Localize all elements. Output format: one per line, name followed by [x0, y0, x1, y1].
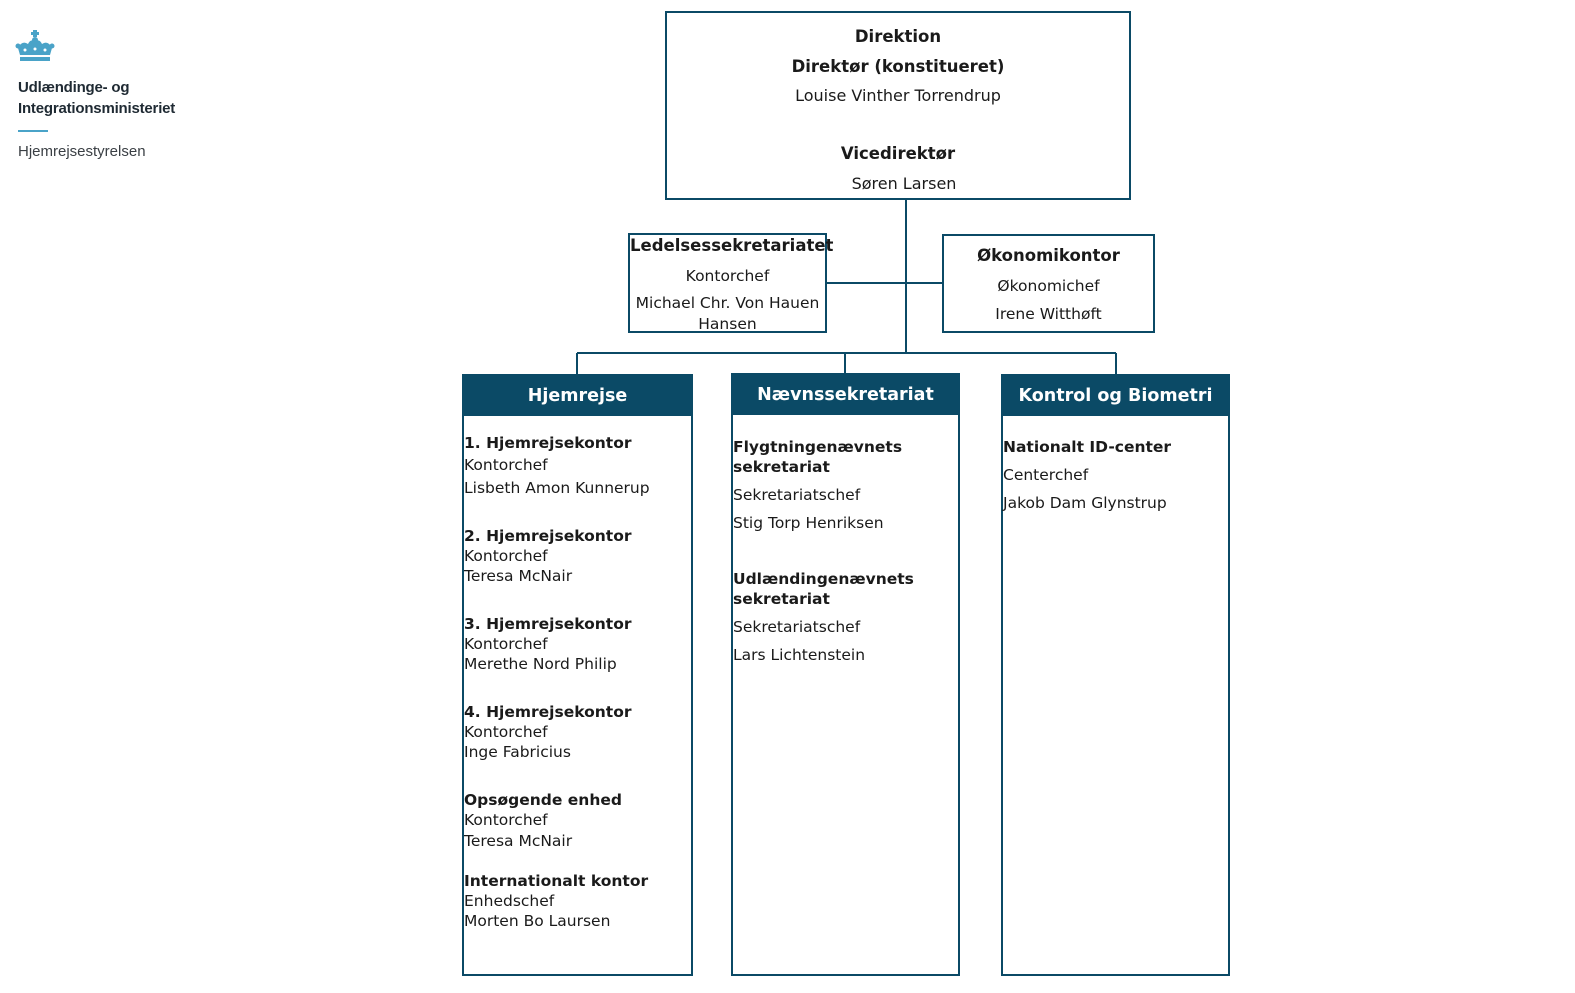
- ledelsessekretariatet-name-line2: Hansen: [698, 315, 757, 333]
- naevnssekretariat-column: Nævnssekretariat Flygtningenævnets sekre…: [731, 373, 960, 976]
- direktion-box: Direktion Direktør (konstitueret) Louise…: [665, 11, 1131, 200]
- crown-icon: [15, 30, 55, 61]
- okonomikontor-role: Økonomichef: [997, 277, 1100, 295]
- unit-person: Teresa McNair: [464, 567, 573, 585]
- logo-ministry-line2: Integrationsministeriet: [18, 100, 176, 117]
- unit-person: Merethe Nord Philip: [464, 655, 617, 673]
- unit-person: Lars Lichtenstein: [733, 646, 866, 664]
- okonomikontor-title: Økonomikontor: [977, 246, 1120, 265]
- unit-role: Centerchef: [1003, 466, 1089, 484]
- direktor-role: Direktør (konstitueret): [791, 57, 1005, 76]
- direktion-title: Direktion: [854, 27, 942, 46]
- logo-ministry-line1: Udlændinge- og: [18, 79, 130, 96]
- okonomikontor-box: Økonomikontor Økonomichef Irene Witthøft: [942, 234, 1155, 333]
- unit-name-line2: sekretariat: [733, 590, 830, 608]
- kontrol-og-biometri-header: Kontrol og Biometri: [1003, 376, 1228, 416]
- unit-role: Sekretariatschef: [733, 486, 861, 504]
- naevnssekretariat-header: Nævnssekretariat: [733, 375, 958, 415]
- unit-name-line1: Udlændingenævnets: [733, 570, 914, 588]
- unit-role: Enhedschef: [464, 892, 555, 910]
- unit-person: Lisbeth Amon Kunnerup: [464, 479, 650, 497]
- unit-name-line1: Flygtningenævnets: [733, 438, 903, 456]
- hjemrejse-column: Hjemrejse 1. Hjemrejsekontor Kontorchef …: [462, 374, 693, 976]
- unit-role: Kontorchef: [464, 547, 548, 565]
- unit-name: Nationalt ID-center: [1003, 438, 1172, 456]
- unit-person: Morten Bo Laursen: [464, 912, 611, 930]
- unit-person: Inge Fabricius: [464, 743, 571, 761]
- unit-person: Stig Torp Henriksen: [733, 514, 884, 532]
- unit-person: Teresa McNair: [464, 832, 573, 850]
- hjemrejse-header: Hjemrejse: [464, 376, 691, 416]
- vicedirektor-role: Vicedirektør: [840, 144, 956, 163]
- ledelsessekretariatet-box: Ledelsessekretariatet Kontorchef Michael…: [628, 233, 834, 333]
- unit-name-line2: sekretariat: [733, 458, 830, 476]
- vicedirektor-name: Søren Larsen: [851, 174, 957, 193]
- okonomikontor-name: Irene Witthøft: [995, 305, 1102, 323]
- unit-role: Kontorchef: [464, 811, 548, 829]
- unit-name: 2. Hjemrejsekontor: [464, 527, 632, 545]
- unit-role: Kontorchef: [464, 456, 548, 474]
- unit-role: Kontorchef: [464, 723, 548, 741]
- unit-role: Sekretariatschef: [733, 618, 861, 636]
- unit-role: Kontorchef: [464, 635, 548, 653]
- unit-name: 4. Hjemrejsekontor: [464, 703, 632, 721]
- ledelsessekretariatet-role: Kontorchef: [685, 267, 770, 285]
- unit-name: 3. Hjemrejsekontor: [464, 615, 632, 633]
- direktor-name: Louise Vinther Torrendrup: [795, 86, 1001, 105]
- unit-name: 1. Hjemrejsekontor: [464, 434, 632, 452]
- logo-divider: [18, 130, 48, 132]
- unit-person: Jakob Dam Glynstrup: [1003, 494, 1167, 512]
- ledelsessekretariatet-title: Ledelsessekretariatet: [630, 236, 834, 255]
- kontrol-og-biometri-column: Kontrol og Biometri Nationalt ID-center …: [1001, 374, 1230, 976]
- unit-name: Internationalt kontor: [464, 872, 649, 890]
- unit-name: Opsøgende enhed: [464, 791, 622, 809]
- logo-agency-name: Hjemrejsestyrelsen: [18, 143, 146, 160]
- ledelsessekretariatet-name-line1: Michael Chr. Von Hauen: [635, 294, 820, 312]
